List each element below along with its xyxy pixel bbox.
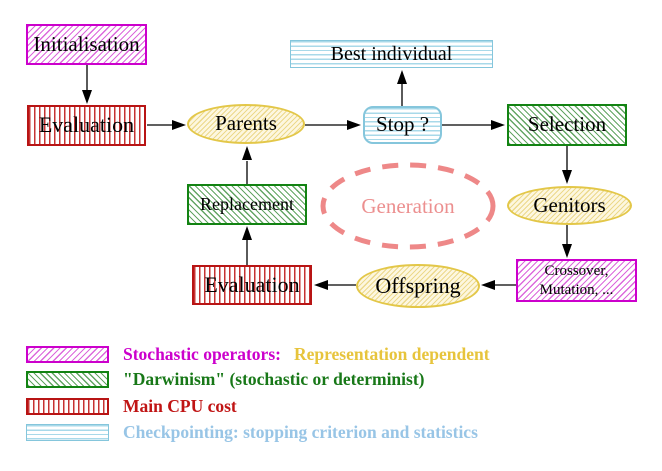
- crossover-line: Crossover,: [544, 262, 609, 279]
- node-evaluation-top-label: Evaluation: [38, 112, 135, 138]
- node-stop-label: Stop ?: [375, 112, 430, 137]
- legend-row-checkpointing: Checkpointing: stopping criterion and st…: [26, 422, 478, 442]
- node-evaluation-bottom-label: Evaluation: [204, 271, 300, 297]
- node-genitors-label: Genitors: [533, 192, 606, 217]
- arrow-crossover-to-offspring: [481, 280, 516, 290]
- arrow-replacement-to-parents: [242, 146, 252, 184]
- node-offspring-label: Offspring: [375, 272, 461, 298]
- legend-label-stochastic-operators: Stochastic operators:: [123, 344, 281, 364]
- node-evaluation-top: Evaluation: [27, 105, 146, 146]
- node-stop: Stop ?: [363, 106, 442, 144]
- node-parents: Parents: [187, 104, 305, 144]
- node-best-individual-label: Best individual: [330, 43, 453, 65]
- node-replacement: Replacement: [187, 184, 307, 225]
- node-selection: Selection: [507, 104, 627, 146]
- legend-swatch-green-hatch: [26, 371, 109, 388]
- arrow-evaluation-to-parents: [147, 120, 186, 130]
- node-crossover-mutation: Crossover, Mutation, ...: [516, 259, 637, 302]
- node-generation: Generation: [323, 165, 493, 247]
- legend-row-cpu-cost: Main CPU cost: [26, 396, 237, 416]
- node-initialisation-label: Initialisation: [33, 31, 140, 56]
- legend-label-representation-dependent: Representation dependent: [293, 344, 490, 364]
- legend-row-darwinism: "Darwinism" (stochastic or determinist): [26, 369, 425, 389]
- arrow-initialisation-to-evaluation: [82, 65, 92, 104]
- node-genitors: Genitors: [507, 186, 632, 225]
- legend-row-stochastic: Stochastic operators: Representation depe…: [26, 344, 490, 364]
- node-evaluation-bottom: Evaluation: [192, 265, 312, 305]
- node-initialisation: Initialisation: [26, 24, 147, 65]
- node-selection-label: Selection: [527, 112, 607, 137]
- node-parents-label: Parents: [215, 111, 277, 136]
- legend-swatch-cyan-stripes: [26, 424, 109, 441]
- arrow-stop-to-selection: [442, 120, 505, 130]
- arrow-genitors-to-crossover: [562, 225, 572, 258]
- node-best-individual: Best individual: [290, 40, 493, 68]
- arrow-offspring-to-evaluation: [314, 280, 356, 290]
- arrow-evaluation-to-replacement: [242, 226, 252, 265]
- legend-label-stochastic: Stochastic operators: Representation depe…: [123, 344, 490, 364]
- legend-label-cpu-cost: Main CPU cost: [123, 396, 237, 416]
- arrow-stop-to-best-individual: [397, 70, 407, 106]
- mutation-line: Mutation, ...: [539, 281, 614, 298]
- legend-label-checkpointing: Checkpointing: stopping criterion and st…: [123, 422, 478, 442]
- node-generation-label: Generation: [361, 193, 455, 218]
- arrow-parents-to-stop: [305, 120, 361, 130]
- node-replacement-label: Replacement: [200, 193, 294, 214]
- node-offspring: Offspring: [356, 264, 480, 308]
- legend-swatch-magenta-hatch: [26, 346, 109, 363]
- arrow-selection-to-genitors: [562, 146, 572, 184]
- legend-swatch-red-stripes: [26, 398, 109, 415]
- legend-label-darwinism: "Darwinism" (stochastic or determinist): [123, 369, 425, 389]
- node-crossover-mutation-label: Crossover, Mutation, ...: [540, 262, 614, 300]
